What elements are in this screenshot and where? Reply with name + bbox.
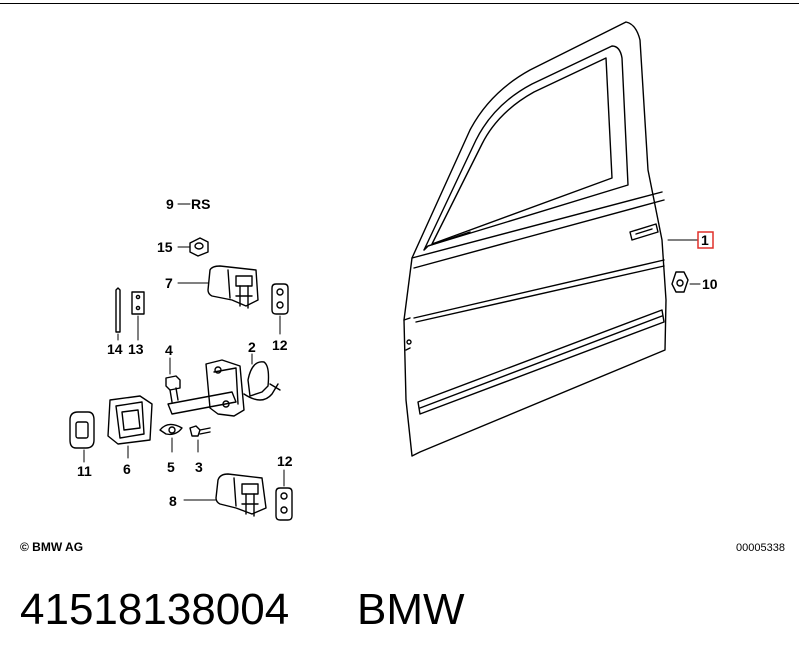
- callout-5: 5: [167, 459, 175, 475]
- door-panel: [403, 21, 667, 457]
- callout-1: 1: [701, 232, 709, 248]
- callout-8: 8: [169, 493, 177, 509]
- part-5-clip: [159, 423, 183, 436]
- callout-14: 14: [107, 341, 123, 357]
- part-number: 41518138004: [20, 585, 290, 634]
- callout-4: 4: [165, 342, 173, 358]
- copyright-notice: © BMW AG: [20, 540, 84, 554]
- part-4-bolt: [165, 375, 181, 403]
- part-2-door-check: [167, 359, 281, 417]
- callout-9-suffix: RS: [191, 196, 210, 212]
- part-6-bracket: [107, 395, 153, 445]
- part-15-nut: [189, 237, 209, 257]
- callout-6: 6: [123, 461, 131, 477]
- part-12-plate-upper: [271, 283, 289, 315]
- callout-3: 3: [195, 459, 203, 475]
- callout-15: 15: [157, 239, 173, 255]
- callout-12-upper: 12: [272, 337, 288, 353]
- callout-1-highlight-box: [697, 231, 714, 249]
- callout-10: 10: [702, 276, 718, 292]
- parts-diagram: 1 10 9 RS 15 7 14 13 4 2 12 5 3 6 11 8 1…: [69, 21, 718, 521]
- part-13-plate: [131, 291, 145, 315]
- callout-7: 7: [165, 275, 173, 291]
- part-3-screw: [189, 425, 211, 437]
- callout-11: 11: [77, 463, 92, 479]
- part-7-upper-hinge: [207, 265, 259, 309]
- top-border-line: [0, 3, 799, 4]
- diagram-id: 00005338: [736, 542, 785, 554]
- brand-name: BMW: [357, 585, 465, 634]
- part-10-clip-nut: [671, 271, 689, 293]
- part-8-lower-hinge: [215, 473, 267, 517]
- callout-9: 9: [166, 196, 174, 212]
- callout-12-lower: 12: [277, 453, 293, 469]
- callout-2: 2: [248, 339, 256, 355]
- part-12-plate-lower: [275, 487, 293, 521]
- part-14-pin: [115, 287, 121, 333]
- part-11-pad: [69, 411, 95, 449]
- callout-13: 13: [128, 341, 144, 357]
